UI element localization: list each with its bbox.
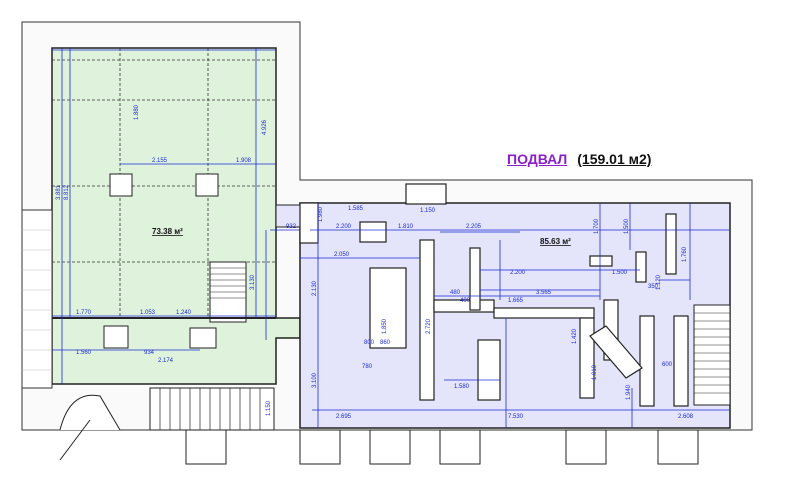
dim-label: 1.940	[626, 384, 632, 400]
dim-label: 400	[460, 298, 471, 304]
dim-label: 1.760	[682, 246, 688, 262]
title-area: (159.01 м2)	[577, 151, 652, 167]
dim-label: 3.565	[536, 290, 552, 296]
dim-label: 2.205	[466, 224, 482, 230]
stair-bottom-left-steps	[159, 388, 261, 430]
wall-masonry	[22, 229, 52, 371]
dim-label: 3.100	[312, 372, 318, 388]
dim-label: 1.150	[420, 208, 436, 214]
dim-label: 480	[450, 290, 461, 296]
dim-label: 1.880	[134, 104, 140, 120]
dim-label: 1.908	[236, 158, 252, 164]
dim-label: 3.881	[56, 184, 62, 200]
dim-label: 1.240	[176, 310, 192, 316]
dim-label: 8.812	[64, 184, 70, 200]
dim-label: 1.700	[594, 218, 600, 234]
dim-label: 1.850	[382, 318, 388, 334]
entrance-arc	[59, 394, 121, 431]
dimension-lines	[52, 48, 730, 428]
dim-label: 1.500	[624, 218, 630, 234]
dimension-labels: 4.926 1.880 2.155 1.908 3.881 8.812 3.13…	[56, 104, 694, 420]
stair-small-steps	[210, 267, 246, 299]
dim-label: 1.053	[140, 310, 156, 316]
column-1	[109, 173, 133, 197]
dim-label: 1.810	[398, 224, 414, 230]
dim-label: 1.560	[76, 350, 92, 356]
dim-label: 932	[286, 224, 297, 230]
dim-label: 1.150	[266, 400, 272, 416]
column-2	[195, 173, 219, 197]
left-wall-block	[21, 209, 53, 389]
left-partition-wall-block	[103, 325, 129, 349]
dim-label: 1.420	[572, 328, 578, 344]
dim-label: 2.200	[336, 224, 352, 230]
dim-label: 1.500	[612, 270, 628, 276]
dim-label: 1.120	[656, 274, 662, 290]
dim-label: 780	[362, 364, 373, 370]
left-room-area: 73.38 м²	[152, 227, 183, 236]
dim-label: 2.720	[426, 318, 432, 334]
dim-label: 600	[662, 362, 673, 368]
dim-label: 860	[380, 340, 391, 346]
title-label: ПОДВАЛ	[507, 151, 568, 167]
diagonal-wall	[589, 325, 643, 379]
dim-label: 934	[144, 350, 155, 356]
dim-label: 2.174	[158, 358, 174, 364]
page-title: ПОДВАЛ (159.01 м2)	[507, 151, 651, 167]
dim-label: 350	[648, 284, 659, 290]
entrance-arc-2	[59, 419, 91, 461]
dim-label: 1.770	[76, 310, 92, 316]
dim-label: 1.980	[318, 206, 324, 222]
dim-label: 1.585	[348, 206, 364, 212]
left-room-fill	[51, 47, 301, 385]
dim-label: 800	[364, 340, 375, 346]
dim-label: 2.695	[336, 414, 352, 420]
dim-label: 2.200	[510, 270, 526, 276]
dim-label: 2.050	[334, 252, 350, 258]
stair-bottom-left	[149, 387, 275, 431]
dim-label: 3.130	[250, 274, 256, 290]
right-room-area: 85.63 м²	[540, 237, 571, 246]
dim-label: 4.926	[262, 119, 268, 135]
dim-label: 2.155	[152, 158, 168, 164]
left-partition-wall-block-2	[189, 327, 217, 349]
dim-label: 2.608	[678, 414, 694, 420]
stair-right-steps	[694, 312, 730, 394]
dim-label: 7.530	[508, 414, 524, 420]
dim-label: 1.010	[592, 364, 598, 380]
facade-windows	[185, 429, 699, 465]
dim-label: 2.130	[312, 280, 318, 296]
stair-right	[693, 304, 731, 406]
dim-label: 1.665	[508, 298, 524, 304]
dim-label: 1.580	[454, 384, 470, 390]
